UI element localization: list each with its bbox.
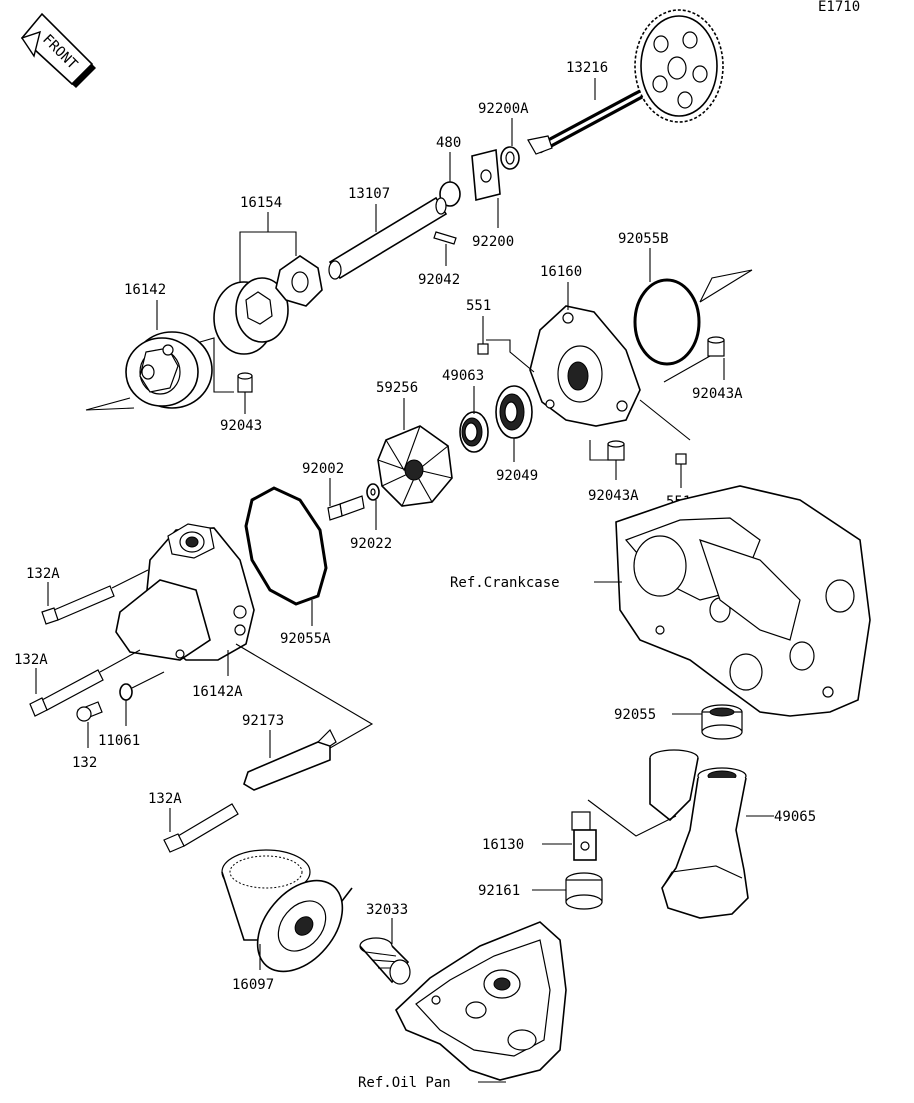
washer-11061: [119, 683, 133, 701]
label-92055A: 92055A: [280, 631, 331, 647]
label-92042: 92042: [418, 272, 460, 288]
label-92055: 92055: [614, 707, 656, 723]
label-92161: 92161: [478, 883, 520, 899]
ref-crankcase-label: Ref.Crankcase: [450, 575, 560, 591]
o-ring-92055B: [633, 278, 701, 366]
label-551-upper: 551: [466, 298, 491, 314]
fitting-16130: [571, 811, 597, 861]
oil-pan-reference: [395, 921, 567, 1081]
label-92173: 92173: [242, 713, 284, 729]
collar-92161: [565, 872, 603, 910]
dowel-92043: [237, 372, 253, 393]
label-132A-lower: 132A: [148, 791, 182, 807]
label-92055B: 92055B: [618, 231, 669, 247]
pump-shaft-13107: [328, 196, 448, 280]
oil-seal-49063: [459, 411, 489, 453]
diagram-code: E1710: [818, 0, 860, 15]
label-32033: 32033: [366, 902, 408, 918]
label-49065: 49065: [774, 809, 816, 825]
label-16142: 16142: [124, 282, 166, 298]
bolt-132: [76, 701, 103, 722]
label-92049: 92049: [496, 468, 538, 484]
label-480: 480: [436, 135, 461, 151]
label-13216: 13216: [566, 60, 608, 76]
label-92200: 92200: [472, 234, 514, 250]
impeller-59256: [377, 425, 453, 507]
label-92043A-upper: 92043A: [692, 386, 743, 402]
label-92043: 92043: [220, 418, 262, 434]
pin-551-upper: [477, 343, 489, 355]
oil-filter-16097: [221, 849, 353, 973]
crankcase-reference: [615, 485, 871, 717]
idle-gear-shaft-13216: [527, 9, 724, 155]
label-132A-upper: 132A: [26, 566, 60, 582]
front-arrow-icon: FRONT: [20, 12, 96, 88]
bearing-92049: [495, 385, 533, 439]
label-11061: 11061: [98, 733, 140, 749]
label-49063: 49063: [442, 368, 484, 384]
label-92022: 92022: [350, 536, 392, 552]
bolt-92002: [327, 495, 365, 521]
pin-551-lower: [675, 453, 687, 465]
pump-cover-16160: [529, 305, 641, 427]
pump-body-16142: [125, 331, 213, 409]
label-92002: 92002: [302, 461, 344, 477]
label-16154: 16154: [240, 195, 282, 211]
label-92043A-lower: 92043A: [588, 488, 639, 504]
label-13107: 13107: [348, 186, 390, 202]
fitting-92055: [701, 704, 743, 740]
label-132A-middle: 132A: [14, 652, 48, 668]
bracket-92173: [243, 728, 337, 791]
bolt-132A-middle: [29, 669, 104, 717]
dowel-92043A-lower: [607, 440, 625, 461]
label-16130: 16130: [482, 837, 524, 853]
ref-oil-pan-label: Ref.Oil Pan: [358, 1075, 451, 1091]
label-16097: 16097: [232, 977, 274, 993]
label-132: 132: [72, 755, 97, 771]
rotor-16154: [213, 255, 323, 355]
pin-92042: [433, 231, 457, 245]
dowel-92043A-upper: [707, 336, 725, 357]
label-92200A: 92200A: [478, 101, 529, 117]
pump-housing-16142A: [115, 523, 255, 661]
strainer-32033: [359, 937, 411, 985]
label-16160: 16160: [540, 264, 582, 280]
bolt-132A-upper: [41, 585, 115, 625]
label-16142A: 16142A: [192, 684, 243, 700]
bolt-132A-lower: [163, 803, 239, 853]
oil-pipe-49065: [649, 749, 749, 919]
gasket-92055A: [244, 486, 328, 606]
label-59256: 59256: [376, 380, 418, 396]
